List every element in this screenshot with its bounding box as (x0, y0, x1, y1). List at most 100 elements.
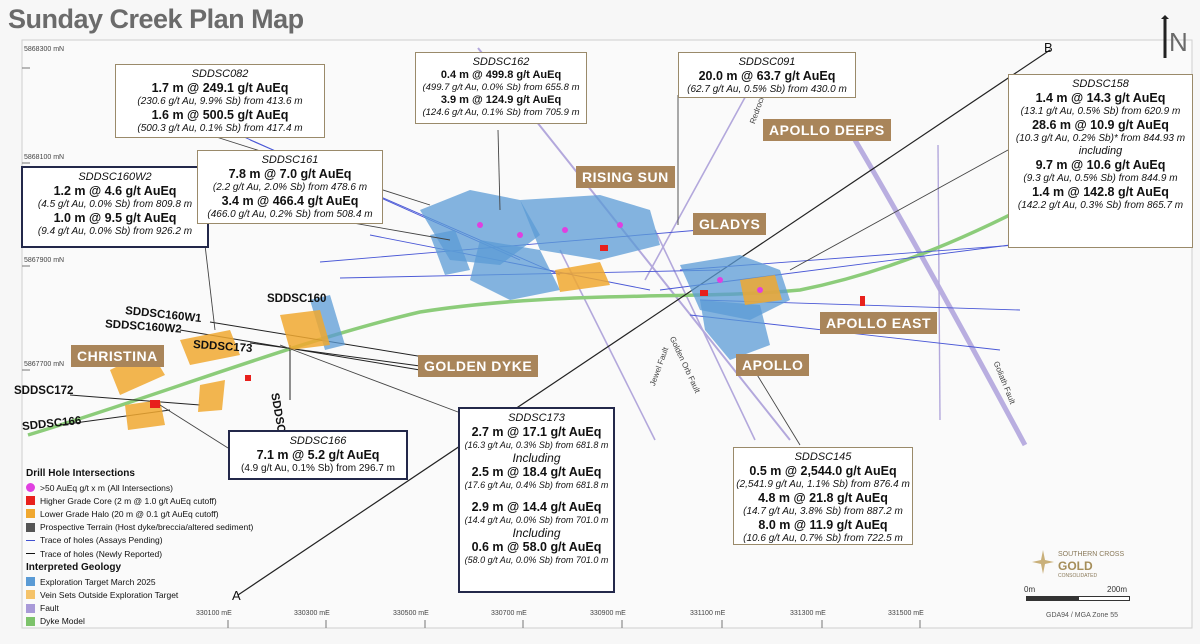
light-orange-square-icon (26, 590, 35, 600)
target-shape (430, 230, 470, 275)
intersection-marker (717, 277, 723, 283)
vein-set (555, 262, 610, 292)
legend-label: Prospective Terrain (Host dyke/breccia/a… (40, 522, 254, 533)
vein-set (180, 330, 240, 365)
intercept-detail: (466.0 g/t Au, 0.2% Sb) from 508.4 m (207, 209, 373, 221)
intercept-detail: (10.6 g/t Au, 0.7% Sb) from 722.5 m (743, 533, 903, 545)
intercept-line: 1.6 m @ 500.5 g/t AuEq (151, 108, 289, 123)
leader-line (279, 344, 459, 413)
intercept-detail: (14.7 g/t Au, 3.8% Sb) from 887.2 m (743, 506, 903, 518)
intersection-marker (617, 222, 623, 228)
easting-label: 330900 mE (590, 610, 626, 617)
callout-sddsc082: SDDSC082 1.7 m @ 249.1 g/t AuEq (230.6 g… (115, 64, 325, 138)
legend-label: Fault (40, 603, 59, 614)
callout-id: SDDSC145 (794, 451, 852, 463)
higher-grade-cores (150, 245, 865, 408)
scale-crs: GDA94 / MGA Zone 55 (1046, 612, 1118, 619)
intercept-line: 2.5 m @ 18.4 g/t AuEq (471, 465, 602, 480)
legend-label: Exploration Target March 2025 (40, 576, 156, 587)
intercept-detail: (9.3 g/t Au, 0.5% Sb) from 844.9 m (1023, 173, 1178, 185)
northing-label: 5868100 mN (24, 154, 65, 161)
black-line-icon (26, 553, 35, 555)
callout-id: SDDSC173 (508, 412, 565, 424)
intercept-detail: (17.6 g/t Au, 0.4% Sb) from 681.8 m (464, 480, 609, 491)
prospect-rising-sun: RISING SUN (576, 166, 675, 188)
section-label-a: A (232, 588, 241, 603)
logo-line: SOUTHERN CROSS (1058, 551, 1125, 558)
target-shape (520, 195, 660, 260)
callout-sddsc161: SDDSC161 7.8 m @ 7.0 g/t AuEq (2.2 g/t A… (197, 150, 383, 224)
high-grade-core (860, 296, 865, 306)
section-label-b: B (1044, 40, 1053, 55)
intersection-marker (477, 222, 483, 228)
legend-heading: Drill Hole Intersections (26, 468, 135, 479)
intercept-detail: (4.9 g/t Au, 0.1% Sb) from 296.7 m (241, 463, 395, 475)
blue-square-icon (26, 577, 35, 587)
intercept-line: 2.9 m @ 14.4 g/t AuEq (471, 500, 602, 515)
intercept-detail: (230.6 g/t Au, 9.9% Sb) from 413.6 m (137, 96, 303, 108)
leader-line (159, 404, 229, 449)
callout-sddsc166: SDDSC166 7.1 m @ 5.2 g/t AuEq (4.9 g/t A… (228, 430, 408, 480)
callout-id: SDDSC091 (738, 56, 796, 68)
intercept-detail: (13.1 g/t Au, 0.5% Sb) from 620.9 m (1020, 106, 1181, 118)
northing-label: 5867700 mN (24, 361, 65, 368)
high-grade-core (700, 290, 708, 296)
leader-line (789, 149, 1009, 271)
dyke-model-line (27, 148, 1191, 437)
intercept-line: 1.0 m @ 9.5 g/t AuEq (53, 211, 177, 226)
legend-row: Prospective Terrain (Host dyke/breccia/a… (26, 521, 253, 534)
intercept-detail: (2,541.9 g/t Au, 1.1% Sb) from 876.4 m (736, 479, 910, 491)
vein-set-shapes (110, 262, 782, 430)
callout-id: SDDSC158 (1072, 78, 1129, 90)
prospect-apollo-deeps: APOLLO DEEPS (763, 119, 891, 141)
prospect-christina: CHRISTINA (71, 345, 164, 367)
intercept-line: 1.4 m @ 14.3 g/t AuEq (1035, 91, 1166, 106)
intercept-detail: (4.5 g/t Au, 0.0% Sb) from 809.8 m (37, 199, 193, 211)
scale-bar-segment (1026, 596, 1078, 601)
legend-row: Trace of holes (Newly Reported) (26, 547, 253, 560)
intercept-detail: (16.3 g/t Au, 0.3% Sb) from 681.8 m (464, 440, 609, 451)
intercept-line: 1.7 m @ 249.1 g/t AuEq (151, 81, 289, 96)
north-arrow-icon: N (1155, 15, 1189, 61)
intercept-line: 28.6 m @ 10.9 g/t AuEq (1032, 118, 1169, 133)
legend-label: Dyke Model (40, 616, 85, 627)
hole-trace (249, 342, 421, 367)
including-label: including (1078, 145, 1123, 158)
intercept-detail: (14.4 g/t Au, 0.0% Sb) from 701.0 m (464, 515, 609, 526)
intercept-line: 8.0 m @ 11.9 g/t AuEq (758, 518, 888, 533)
prospect-apollo-east: APOLLO EAST (820, 312, 938, 334)
grey-square-icon (26, 522, 35, 532)
high-grade-core (150, 400, 160, 408)
legend-label: Higher Grade Core (2 m @ 1.0 g/t AuEq cu… (40, 495, 217, 506)
callout-id: SDDSC162 (472, 56, 530, 68)
scale-bar: 0m 200m GDA94 / MGA Zone 55 (1022, 585, 1137, 625)
company-logo: SOUTHERN CROSS GOLD CONSOLIDATED (1030, 548, 1142, 582)
prospect-apollo: APOLLO (736, 354, 810, 376)
intercept-line: 2.7 m @ 17.1 g/t AuEq (471, 425, 602, 440)
map-title: Sunday Creek Plan Map (8, 4, 304, 34)
callout-id: SDDSC166 (289, 435, 347, 447)
intercept-line: 1.2 m @ 4.6 g/t AuEq (53, 184, 177, 199)
orange-square-icon (26, 509, 35, 519)
intercept-detail: (9.4 g/t Au, 0.0% Sb) from 926.2 m (37, 226, 193, 238)
legend-row: Fault (26, 602, 253, 615)
target-shape (310, 295, 345, 350)
hole-label-sddsc160: SDDSC160 (267, 293, 327, 305)
intercept-detail: (58.0 g/t Au, 0.0% Sb) from 701.0 m (464, 555, 609, 566)
leader-line (497, 129, 501, 211)
callout-id: SDDSC160W2 (78, 171, 152, 183)
intercept-line: 7.1 m @ 5.2 g/t AuEq (256, 448, 380, 463)
vein-set (280, 310, 330, 350)
easting-label: 330700 mE (491, 610, 527, 617)
high-value-intersections (477, 222, 763, 293)
fault-line (654, 229, 756, 441)
intercept-detail: (10.3 g/t Au, 0.2% Sb)* from 844.93 m (1015, 133, 1186, 145)
callout-sddsc091: SDDSC091 20.0 m @ 63.7 g/t AuEq (62.7 g/… (678, 52, 856, 98)
intercept-detail: (142.2 g/t Au, 0.3% Sb) from 865.7 m (1017, 200, 1184, 212)
callout-sddsc158: SDDSC158 1.4 m @ 14.3 g/t AuEq (13.1 g/t… (1008, 74, 1193, 248)
intercept-detail: (2.2 g/t Au, 2.0% Sb) from 478.6 m (212, 182, 368, 194)
purple-square-icon (26, 603, 35, 613)
intercept-line: 1.4 m @ 142.8 g/t AuEq (1032, 185, 1169, 200)
easting-label: 330500 mE (393, 610, 429, 617)
